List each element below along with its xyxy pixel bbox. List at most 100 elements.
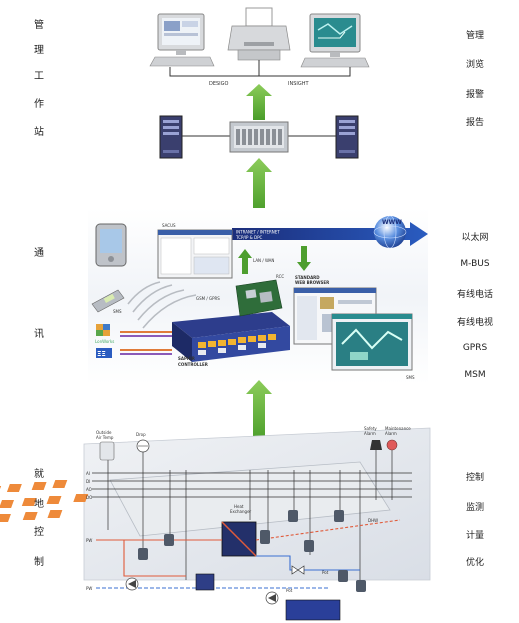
pda-icon	[95, 223, 127, 267]
outside-label-2: Air Temp	[96, 435, 114, 440]
pw-in-label: PW	[86, 538, 92, 543]
right-label-management-4: 报告	[465, 118, 484, 128]
lan-up-arrow	[238, 249, 252, 274]
rcc-board-icon: RCC	[235, 274, 284, 317]
lonworks-logo-icon: LonWorks	[95, 324, 114, 344]
left-label-management-1: 管	[34, 20, 44, 31]
sensor-drops	[107, 450, 393, 590]
drop-label: Drop	[136, 432, 146, 437]
bus-di: DI	[86, 479, 90, 484]
sms-label-phone: SMS	[113, 309, 122, 314]
upward-arrow	[246, 84, 272, 120]
communication-zone: INTRANET / INTERNET TCP/IP & DPC WWW SAC…	[88, 208, 428, 384]
left-label-management-2: 理	[34, 45, 44, 56]
safety-label-1: Safety	[364, 426, 377, 431]
left-label-field-1: 就	[34, 469, 44, 480]
maint-label-1: Maintenance	[385, 426, 411, 431]
outside-air-temp-sensor-icon: Outside Air Temp	[96, 430, 115, 461]
left-label-comm-2: 讯	[34, 329, 44, 340]
down-arrow	[297, 246, 311, 271]
rcc-label: RCC	[276, 274, 284, 279]
io-modules	[0, 480, 89, 522]
workstation-link	[169, 67, 351, 77]
server-row	[159, 115, 359, 159]
right-label-management-1: 管理	[465, 31, 484, 41]
web-browser-label: WEB BROWSER	[295, 280, 329, 285]
mobile-phone-icon: SMS	[91, 289, 125, 314]
heat-label-2: Exchanger	[230, 509, 252, 514]
server-right-icon	[335, 115, 359, 159]
storage-tank-icon	[285, 599, 341, 621]
printer-icon	[227, 7, 291, 61]
www-label: WWW	[382, 219, 402, 226]
desigo-label: DESIGO	[209, 81, 229, 87]
right-label-field-2: 监测	[465, 503, 484, 513]
pot-sensor-icon	[195, 573, 215, 591]
workstation-group: DESIGO INSIGHT	[149, 7, 370, 87]
right-label-management-3: 报警	[465, 90, 484, 100]
bus-ao: AO	[86, 487, 92, 492]
left-label-management-4: 作	[34, 99, 44, 110]
insight-monitor-icon	[300, 13, 370, 68]
right-label-comm-4: 有线电视	[456, 318, 493, 328]
globe-icon: WWW	[373, 215, 407, 249]
standard-label: STANDARD	[295, 275, 320, 280]
sacus-window: SACUS	[157, 223, 233, 279]
safety-label-2: Alarm	[364, 431, 376, 436]
svg-text:ΞΞ: ΞΞ	[97, 350, 106, 358]
right-label-comm-6: MSM	[464, 370, 486, 380]
actuator-icons	[138, 510, 366, 592]
pump-icon	[125, 577, 139, 591]
right-label-comm-3: 有线电话	[456, 290, 493, 300]
outside-label-1: Outside	[96, 430, 112, 435]
left-label-management-5: 站	[34, 127, 44, 138]
valve-icon	[291, 565, 305, 575]
network-switch-icon	[229, 121, 289, 153]
left-label-field-4: 制	[34, 557, 44, 568]
lan-wan-label: LAN / WAN	[253, 258, 274, 263]
controller-label: CONTROLLER	[178, 362, 208, 367]
left-label-field-3: 控	[34, 527, 44, 538]
pump-right-icon	[265, 591, 279, 605]
tcpip-label: TCP/IP & DPC	[235, 235, 263, 240]
maintenance-alarm-icon: Maintenance Alarm	[385, 426, 411, 451]
bus-ai: AI	[86, 471, 90, 476]
drop-sensor-icon: Drop	[136, 432, 150, 453]
insight-label: INSIGHT	[288, 81, 309, 87]
upward-arrow	[246, 380, 272, 442]
upward-arrow	[246, 158, 272, 212]
wireless-signal-icon	[127, 281, 197, 329]
safety-alarm-icon: Safety Alarm	[364, 426, 382, 450]
pw-out-label: PW	[86, 586, 92, 591]
left-label-management-3: 工	[34, 71, 44, 82]
heat-exchanger-icon: Heat Exchanger	[221, 504, 257, 557]
saphir-controller-icon	[172, 312, 290, 362]
eib-logo-icon: ΞΞ	[96, 348, 112, 358]
bus-lines	[92, 472, 412, 498]
saphir-label: SAPHIR	[178, 356, 195, 361]
right-label-field-4: 优化	[465, 558, 484, 568]
heat-label-1: Heat	[234, 504, 244, 509]
sacus-label: SACUS	[162, 223, 176, 228]
right-label-field-1: 控制	[465, 473, 484, 483]
desigo-monitor-icon	[149, 13, 215, 67]
dhw-label: DHW	[368, 518, 378, 523]
gsm-gprs-label: GSM / GPRS	[196, 296, 220, 301]
bus-cables	[120, 331, 172, 355]
pot2-label: Pot	[286, 588, 293, 593]
lonworks-label: LonWorks	[95, 339, 114, 344]
right-label-field-3: 计量	[465, 531, 484, 541]
maint-label-2: Alarm	[385, 431, 397, 436]
sms-label-window: SMS	[406, 375, 415, 380]
monitoring-window	[331, 313, 413, 371]
right-label-comm-5: GPRS	[462, 343, 488, 353]
pot-label: Pot	[322, 570, 329, 575]
right-label-management-2: 浏览	[465, 60, 484, 70]
left-label-comm-1: 通	[34, 248, 44, 259]
field-level-zone: AI DI AO DO Outside Air Temp Drop	[0, 426, 431, 621]
right-label-comm-2: M-BUS	[460, 259, 490, 269]
bus-do: DO	[86, 495, 92, 500]
server-left-icon	[159, 115, 183, 159]
right-label-comm-1: 以太网	[461, 233, 489, 243]
